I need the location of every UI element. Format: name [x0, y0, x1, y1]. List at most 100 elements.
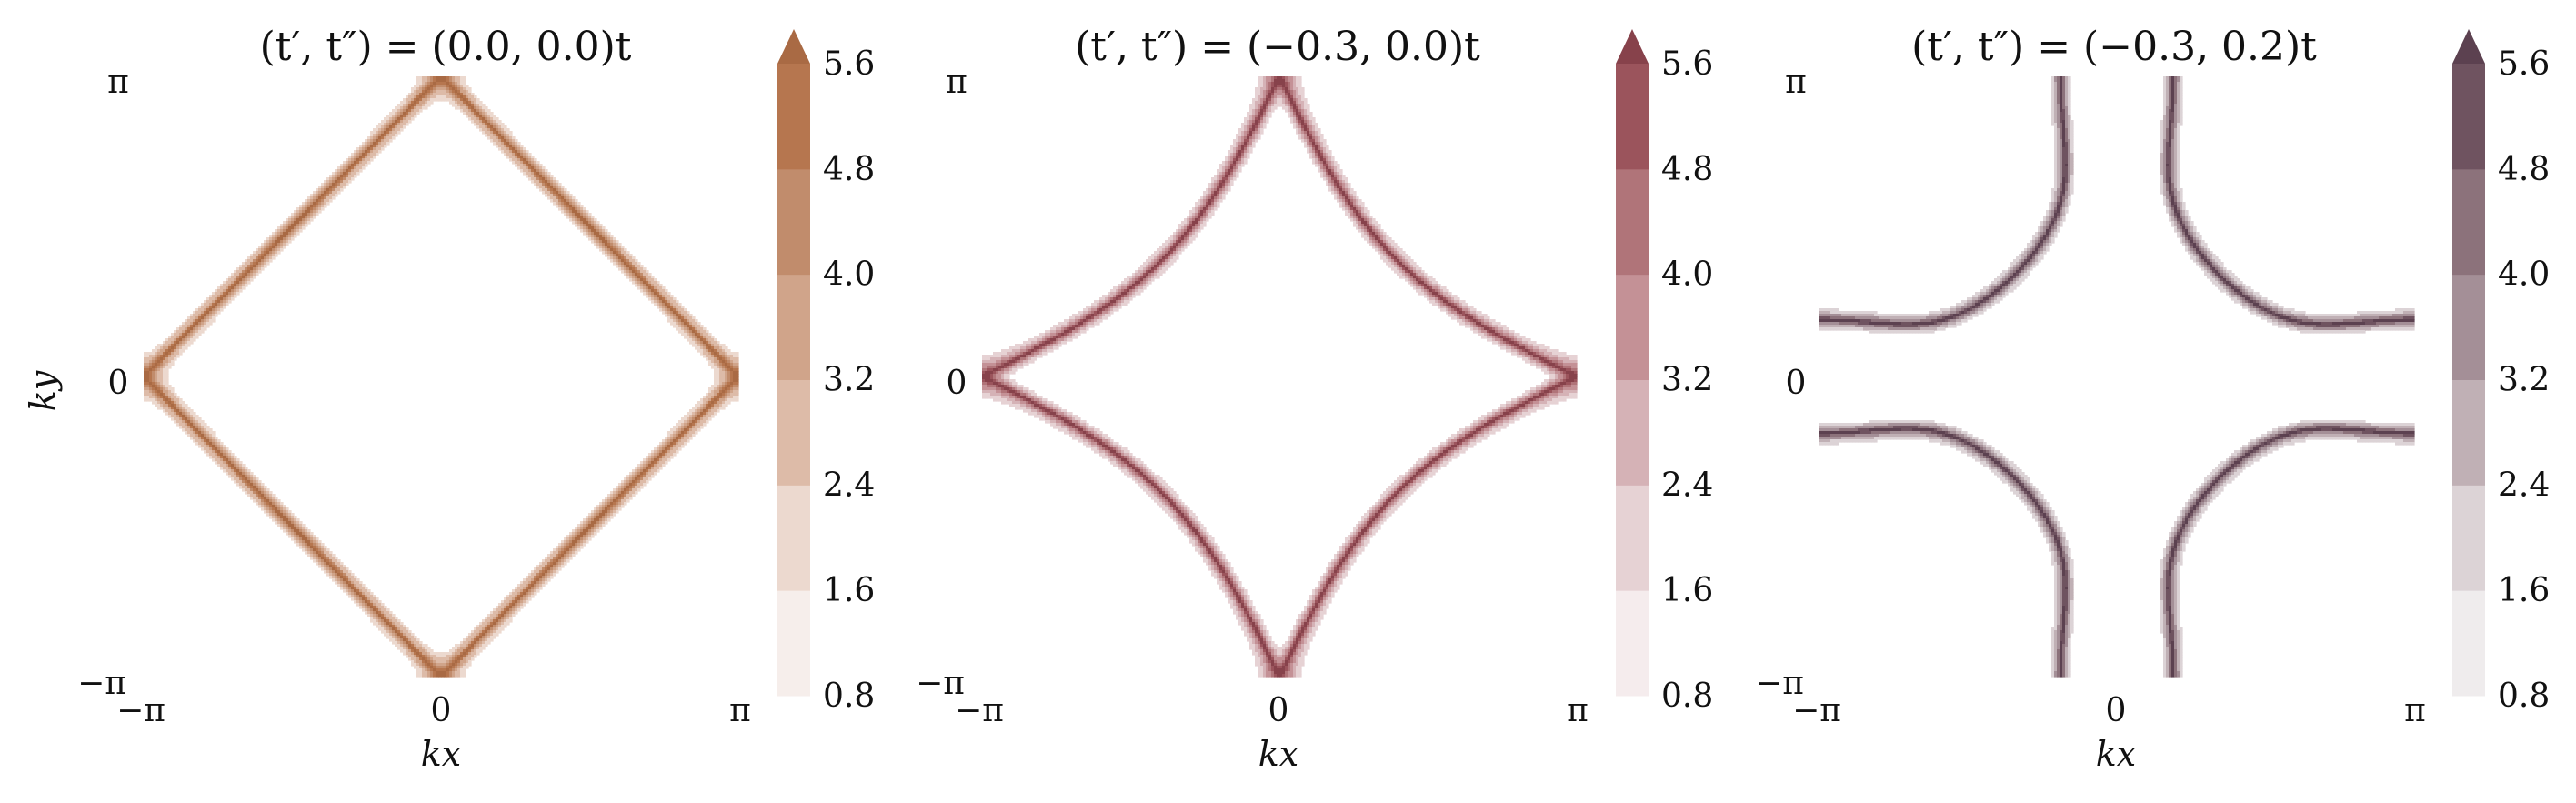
- contour-cell: [318, 188, 322, 192]
- contour-cell: [313, 546, 316, 549]
- y-tick-label: π: [107, 64, 129, 101]
- contour-cell: [299, 210, 303, 214]
- contour-cell: [256, 273, 259, 276]
- contour-cell: [427, 101, 431, 105]
- contour-cell: [425, 674, 428, 678]
- panel-1: (t′, t″) = (0.0, 0.0)t π 0 −π −π 0 π kx …: [23, 24, 875, 774]
- contour-cell: [149, 368, 153, 372]
- contour-cell: [408, 112, 412, 115]
- contour-cell: [174, 398, 177, 402]
- contour-cell: [253, 486, 256, 489]
- contour-cell: [163, 393, 166, 396]
- contour-cell: [381, 622, 385, 626]
- contour-cell: [378, 125, 382, 129]
- contour-cell: [438, 652, 442, 656]
- contour-cell: [468, 112, 472, 115]
- contour-cell: [324, 199, 327, 203]
- contour-cell: [223, 281, 226, 285]
- contour-cell: [354, 595, 357, 598]
- contour-cell: [326, 551, 330, 555]
- contour-cell: [395, 109, 398, 113]
- contour-cell: [223, 450, 226, 454]
- contour-cell: [438, 82, 442, 85]
- contour-cell: [337, 166, 341, 170]
- contour-cell: [326, 570, 330, 574]
- contour-cell: [386, 125, 390, 129]
- contour-cell: [269, 243, 273, 246]
- contour-cell: [206, 426, 210, 429]
- contour-cell: [354, 158, 357, 162]
- contour-cell: [157, 344, 161, 347]
- contour-cell: [313, 216, 316, 219]
- contour-cell: [288, 510, 292, 514]
- contour-cell: [356, 597, 360, 601]
- contour-cell: [441, 90, 445, 94]
- contour-cell: [386, 622, 390, 626]
- contour-cell: [455, 85, 458, 88]
- contour-cell: [206, 325, 210, 328]
- contour-cell: [245, 467, 248, 470]
- contour-cell: [471, 657, 475, 661]
- contour-cell: [245, 267, 248, 271]
- contour-cell: [485, 619, 488, 623]
- contour-cell: [335, 570, 338, 574]
- contour-cell: [365, 139, 368, 143]
- contour-cell: [305, 213, 308, 216]
- contour-cell: [359, 153, 363, 156]
- contour-cell: [168, 344, 172, 347]
- contour-cell: [234, 295, 237, 298]
- contour-cell: [468, 109, 472, 113]
- contour-cell: [476, 115, 480, 118]
- contour-cell: [326, 186, 330, 189]
- contour-cell: [223, 306, 226, 309]
- contour-cell: [174, 341, 177, 345]
- contour-cell: [316, 537, 319, 541]
- contour-cell: [340, 576, 344, 579]
- contour-cell: [414, 93, 417, 96]
- contour-cell: [337, 584, 341, 587]
- contour-cell: [455, 663, 458, 667]
- contour-cell: [381, 131, 385, 135]
- contour-cell: [299, 527, 303, 530]
- contour-cell: [468, 655, 472, 658]
- contour-cell: [152, 387, 155, 391]
- contour-cell: [171, 396, 175, 399]
- contour-cell: [316, 194, 319, 197]
- contour-cell: [335, 186, 338, 189]
- contour-cell: [479, 622, 483, 626]
- contour-cell: [403, 647, 406, 650]
- contour-cell: [433, 666, 436, 669]
- contour-cell: [168, 407, 172, 410]
- contour-cell: [253, 254, 256, 257]
- contour-cell: [457, 668, 461, 672]
- contour-cell: [408, 630, 412, 634]
- contour-cell: [212, 308, 216, 312]
- contour-cell: [392, 112, 396, 115]
- contour-cell: [201, 447, 205, 451]
- contour-cell: [449, 666, 453, 669]
- contour-cell: [280, 502, 284, 506]
- contour-cell: [299, 529, 303, 533]
- contour-cell: [332, 196, 336, 200]
- contour-cell: [476, 644, 480, 647]
- contour-cell: [198, 333, 202, 336]
- contour-cell: [452, 655, 456, 658]
- contour-cell: [433, 655, 436, 658]
- contour-cell: [155, 382, 158, 386]
- contour-cell: [367, 158, 371, 162]
- contour-cell: [272, 516, 276, 519]
- contour-cell: [239, 267, 243, 271]
- contour-cell: [256, 483, 259, 487]
- contour-cell: [422, 106, 426, 110]
- contour-cell: [490, 123, 494, 126]
- contour-cell: [182, 322, 185, 326]
- contour-cell: [416, 95, 420, 99]
- contour-cell: [460, 644, 464, 647]
- contour-cell: [146, 393, 150, 396]
- contour-cell: [168, 349, 172, 353]
- contour-cell: [354, 578, 357, 582]
- contour-cell: [206, 314, 210, 317]
- contour-cell: [146, 390, 150, 394]
- contour-cell: [149, 379, 153, 383]
- contour-cell: [171, 336, 175, 339]
